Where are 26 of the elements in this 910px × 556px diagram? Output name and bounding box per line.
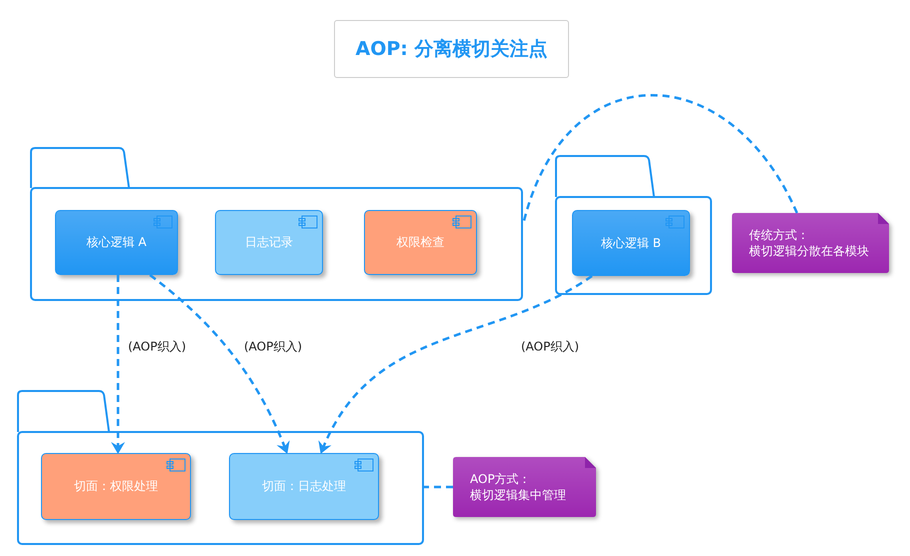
note-text: 横切逻辑集中管理 bbox=[470, 487, 567, 503]
component-box bbox=[364, 210, 477, 275]
note-text: 横切逻辑分散在各模块 bbox=[749, 243, 870, 259]
component-box bbox=[229, 453, 379, 520]
note bbox=[453, 457, 596, 517]
component-label: 切面：权限处理 bbox=[74, 478, 158, 495]
dashed-connector bbox=[424, 486, 453, 488]
note-text: AOP方式： bbox=[470, 471, 532, 487]
component-box bbox=[215, 210, 323, 275]
note-text: 传统方式： bbox=[749, 227, 810, 243]
package-folder bbox=[555, 155, 712, 295]
dashed-connector bbox=[111, 275, 125, 454]
component-box bbox=[55, 210, 178, 275]
component-label: 日志记录 bbox=[245, 234, 293, 251]
component-label: 核心逻辑 B bbox=[600, 234, 662, 252]
component-box bbox=[41, 453, 191, 520]
component-label: 切面：日志处理 bbox=[262, 478, 346, 495]
package-folder bbox=[17, 390, 424, 545]
note bbox=[732, 213, 889, 273]
component-label: 权限检查 bbox=[396, 234, 444, 251]
title: AOP: 分离横切关注点 bbox=[334, 20, 569, 78]
package-folder bbox=[30, 147, 523, 301]
component-box bbox=[572, 210, 690, 276]
component-label: 核心逻辑 A bbox=[86, 234, 147, 251]
dashed-connector bbox=[149, 274, 290, 454]
dashed-connector bbox=[319, 274, 593, 454]
